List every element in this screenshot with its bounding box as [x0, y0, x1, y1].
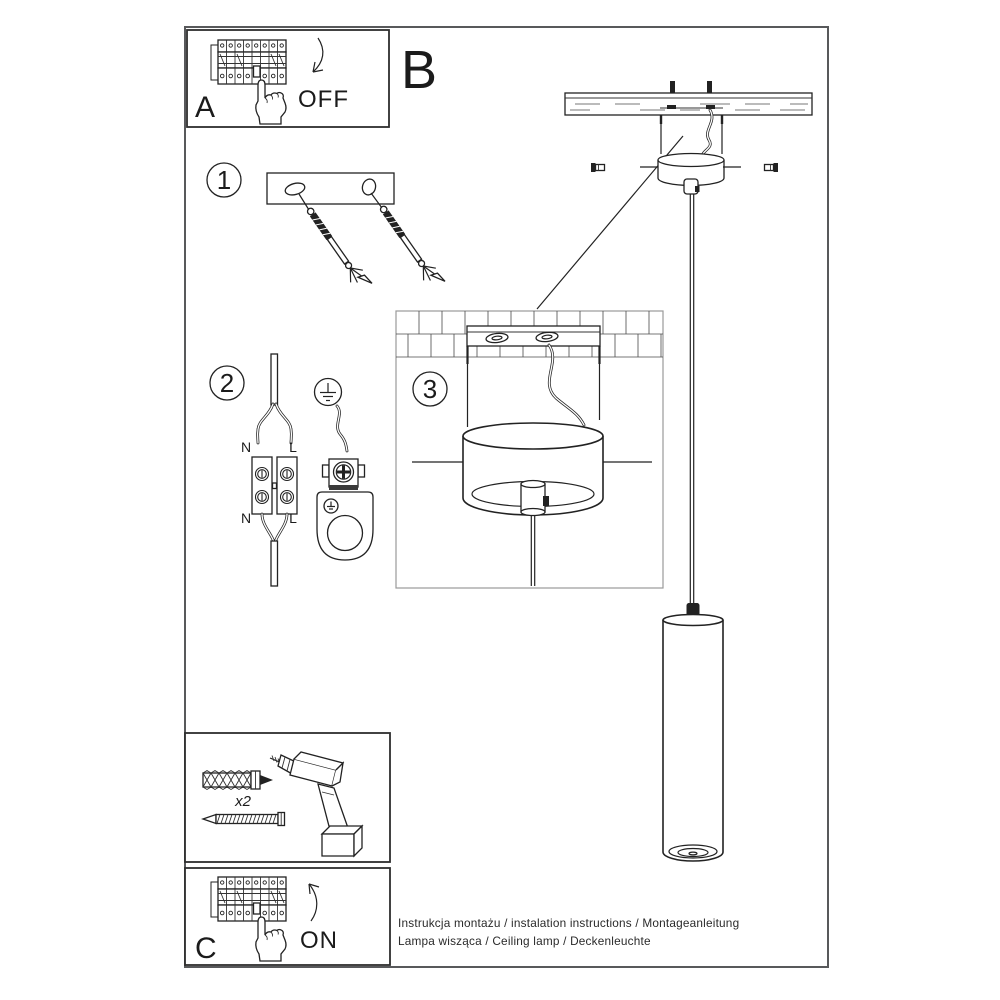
canopy-icon: [657, 152, 725, 195]
breaker-panel-icon: [210, 876, 287, 922]
footer-line2: Lampa wisząca / Ceiling lamp / Deckenleu…: [398, 934, 651, 948]
terminal-block-icon: [251, 456, 298, 515]
footer-line1: Instrukcja montażu / instalation instruc…: [398, 916, 739, 930]
bolt-icon: [670, 81, 675, 94]
step2-badge: [209, 365, 245, 401]
mains-cable: [270, 353, 279, 406]
label-n-top: N: [241, 439, 251, 455]
wall-plug-icon: [202, 769, 273, 791]
step2-number: 2: [220, 368, 234, 398]
wall-anchor-screw-icon: [374, 201, 446, 292]
arrow-up-icon: [308, 883, 318, 922]
label-l-bottom: L: [289, 510, 297, 526]
anchor-quantity: x2: [234, 793, 252, 810]
screw-icon: [201, 811, 286, 827]
breaker-panel-icon: [210, 39, 287, 85]
step3-badge: [412, 371, 448, 407]
step2-illustration: 2 N L N L: [209, 353, 374, 587]
ceiling-beam-icon: [564, 92, 813, 116]
main-frame: [184, 26, 829, 968]
hardware-box: x2: [184, 732, 391, 863]
pendant-lamp-icon: [662, 194, 724, 862]
cord-lock-screw: [543, 496, 549, 506]
section-b-label: B: [401, 40, 437, 100]
step1-illustration: 1: [206, 162, 446, 294]
label-n-bottom: N: [241, 510, 251, 526]
box-c: C ON: [184, 867, 391, 966]
footer: Instrukcja montażu / instalation instruc…: [398, 916, 739, 948]
arrow-down-icon: [312, 37, 324, 73]
step1-badge: [206, 162, 242, 198]
canopy-screw-icon: [591, 163, 658, 172]
box-c-label: C: [195, 932, 217, 965]
cord-grip: [686, 603, 700, 617]
lamp-cable: [270, 540, 279, 587]
bolt-icon: [707, 81, 712, 94]
ground-symbol-icon: [313, 377, 343, 407]
wall-anchor-screw-icon: [301, 203, 373, 294]
box-a: A OFF: [186, 29, 390, 128]
off-label: OFF: [298, 86, 349, 113]
label-l-top: L: [289, 439, 297, 455]
section-b-illustration: B: [401, 40, 813, 195]
step3-detail-panel: 3: [395, 310, 664, 589]
on-label: ON: [300, 927, 338, 954]
bracket-on-beam: [659, 105, 724, 154]
mounting-bracket-detail: [466, 325, 601, 427]
step3-number: 3: [423, 374, 437, 404]
drill-icon: [269, 751, 364, 858]
canopy-screw-icon: [723, 163, 778, 172]
ground-clamp-icon: [316, 458, 374, 561]
step1-number: 1: [217, 165, 231, 195]
box-a-label: A: [195, 91, 215, 124]
pendant-tube: [662, 620, 724, 862]
canopy-detail: [412, 422, 652, 586]
